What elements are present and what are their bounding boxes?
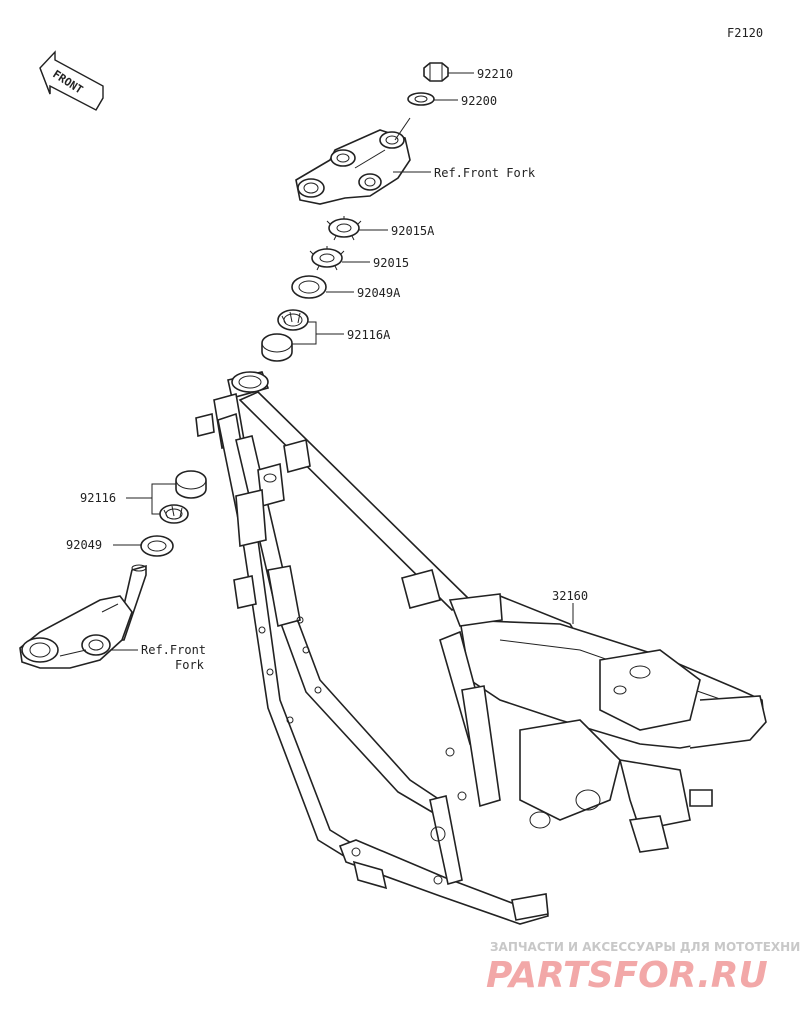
callout-ref-front-fork-bottom-line2: Fork bbox=[175, 658, 205, 672]
callout-92116A: 92116A bbox=[347, 328, 391, 342]
callout-92015A: 92015A bbox=[391, 224, 435, 238]
callout-92200: 92200 bbox=[461, 94, 497, 108]
watermark-caption: ЗАПЧАСТИ И АКСЕССУАРЫ ДЛЯ МОТОТЕХНИКИ bbox=[490, 940, 800, 954]
callout-92049A: 92049A bbox=[357, 286, 401, 300]
part-92015-nut bbox=[309, 246, 345, 271]
callout-92116: 92116 bbox=[80, 491, 116, 505]
callout-92049: 92049 bbox=[66, 538, 102, 552]
part-92200-washer bbox=[407, 92, 435, 106]
callout-92210: 92210 bbox=[477, 67, 513, 81]
leader-upper-clamp-top bbox=[394, 117, 411, 141]
leader-92116A-bracket bbox=[292, 321, 317, 345]
upper-triple-clamp bbox=[295, 129, 411, 205]
frame-32160 bbox=[195, 371, 767, 925]
part-92210-nut bbox=[423, 62, 449, 82]
callout-32160: 32160 bbox=[552, 589, 588, 603]
part-92049-seal bbox=[140, 535, 174, 557]
lower-triple-clamp-stem bbox=[19, 564, 147, 669]
callout-ref-front-fork-bottom-line1: Ref.Front bbox=[141, 643, 206, 657]
part-92015A-locknut bbox=[326, 216, 362, 241]
part-92049A-seal bbox=[291, 275, 327, 299]
part-92116-bearing bbox=[159, 470, 207, 524]
part-92116A-bearing bbox=[261, 309, 309, 362]
callout-92015: 92015 bbox=[373, 256, 409, 270]
diagram-code: F2120 bbox=[727, 26, 763, 40]
leader-92116-bracket bbox=[151, 483, 176, 515]
callout-ref-front-fork-top: Ref.Front Fork bbox=[434, 166, 536, 180]
front-direction-arrow: FRONT bbox=[39, 50, 104, 111]
watermark-logo: PARTSFOR.RU bbox=[486, 955, 768, 996]
